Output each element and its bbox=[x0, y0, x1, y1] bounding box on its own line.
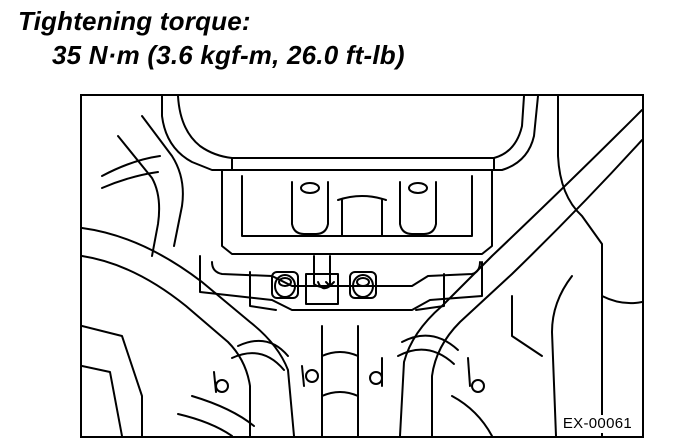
upper-housing bbox=[101, 96, 539, 255]
right-frame bbox=[511, 96, 642, 436]
torque-value: 35 N·m (3.6 kgf-m, 26.0 ft-lb) bbox=[52, 40, 405, 70]
lower-left-panel bbox=[82, 325, 143, 436]
left-heat-shield bbox=[117, 115, 184, 257]
right-exhaust-pipe bbox=[369, 109, 642, 436]
exhaust-bracket-illustration: EX-00061 bbox=[80, 94, 644, 438]
center-tunnel bbox=[321, 325, 359, 436]
left-exhaust-pipe bbox=[82, 227, 319, 436]
line-drawing bbox=[82, 96, 642, 436]
hanger-bolts bbox=[271, 271, 377, 305]
mounting-bracket bbox=[199, 255, 483, 311]
torque-specification: Tightening torque: 35 N·m (3.6 kgf-m, 26… bbox=[18, 4, 678, 72]
figure-reference-code: EX-00061 bbox=[560, 415, 634, 433]
torque-label: Tightening torque: bbox=[18, 6, 251, 36]
